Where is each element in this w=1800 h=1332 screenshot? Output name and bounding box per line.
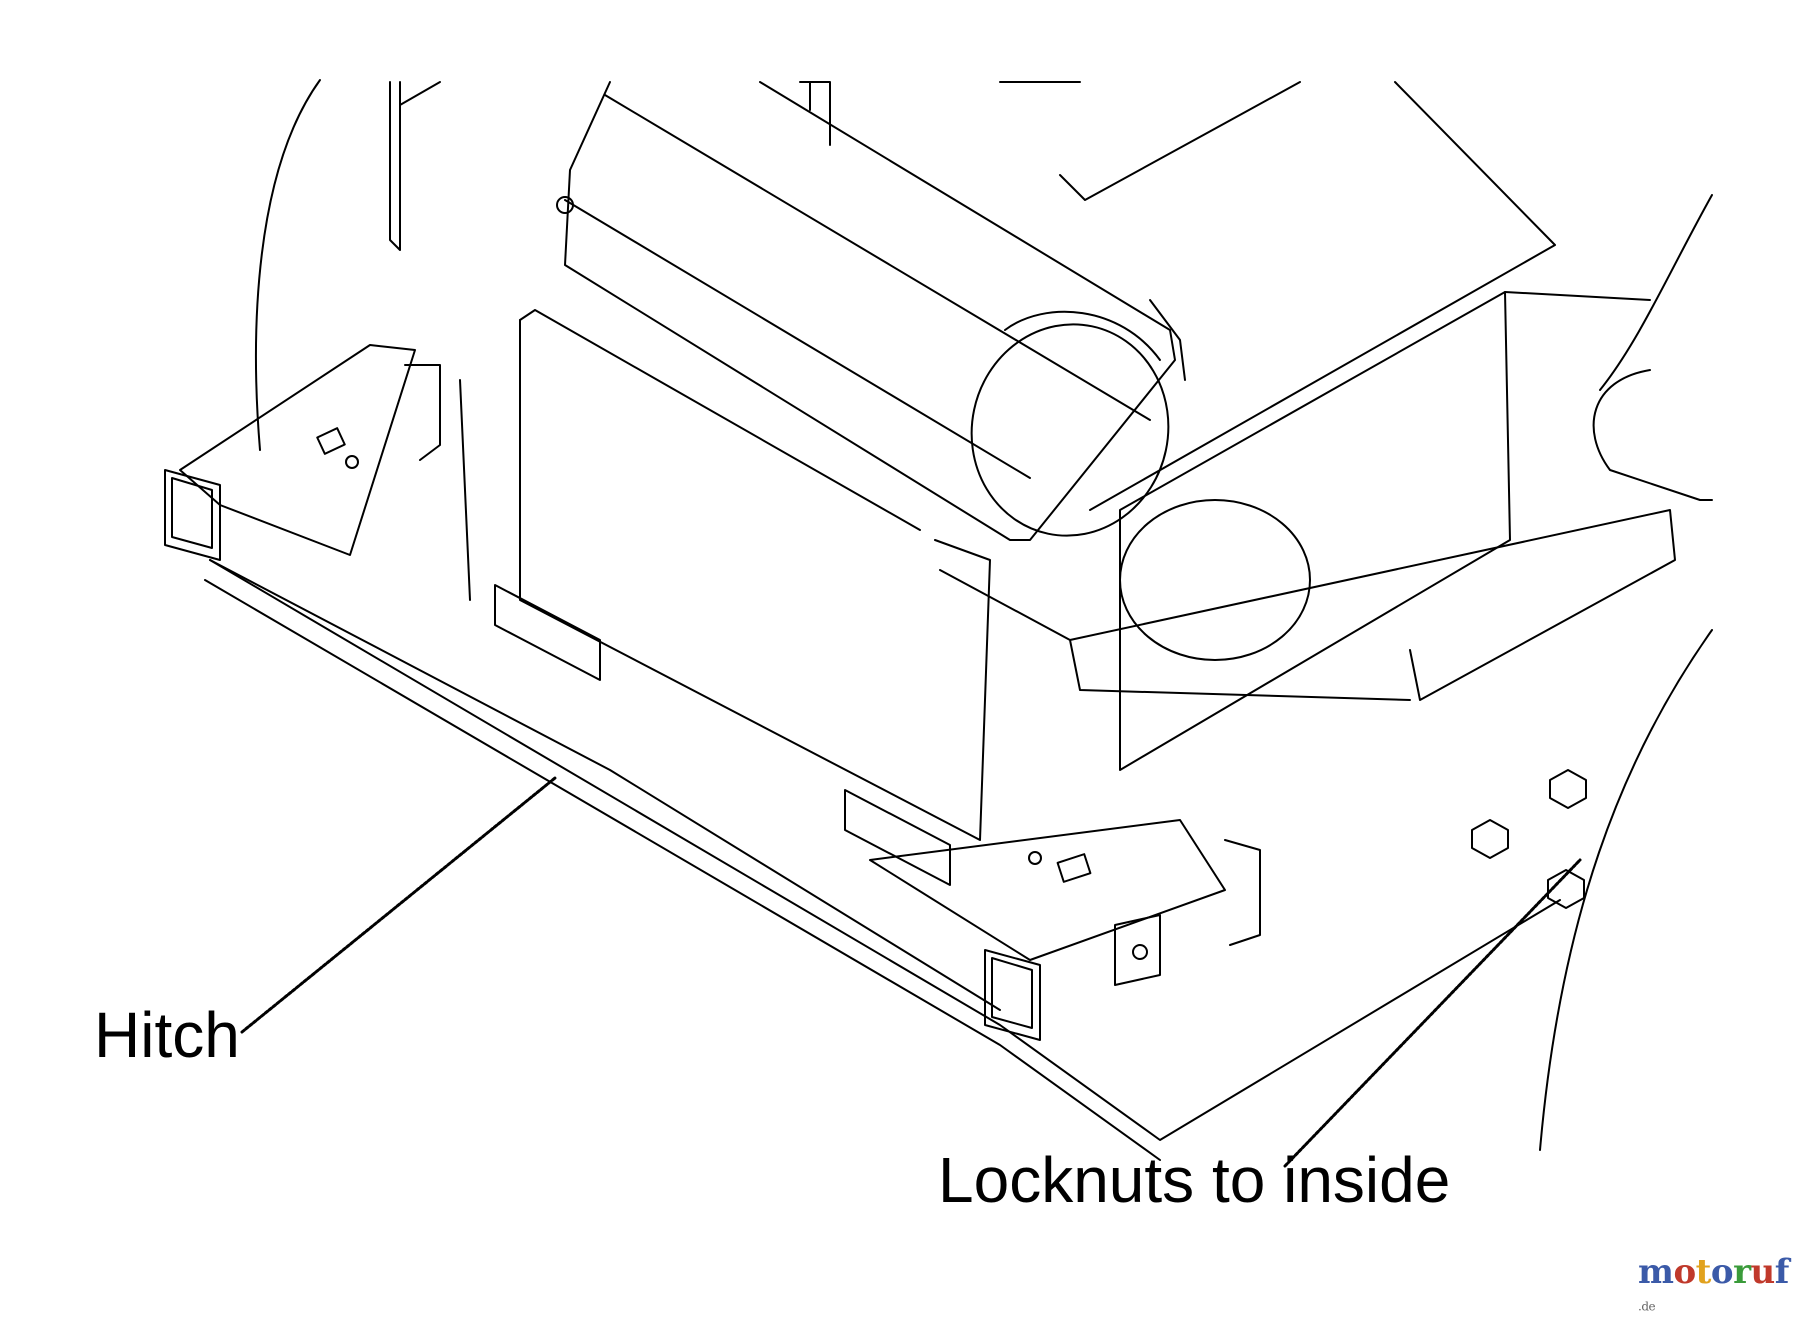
tank-edge-2	[564, 199, 1031, 479]
right-bracket-hole	[1028, 851, 1042, 865]
locknuts-leader-line	[1283, 858, 1582, 1168]
hitch-leader-line	[240, 776, 557, 1034]
mount-block-bolt	[1132, 944, 1148, 960]
tank-edge	[604, 94, 1151, 421]
hitch-label: Hitch	[94, 999, 240, 1071]
housing-box-top	[1504, 291, 1651, 301]
motoruf-watermark: motoruf .de	[1638, 1252, 1800, 1332]
watermark-letter: o	[1710, 1252, 1734, 1292]
housing-box	[1119, 291, 1511, 771]
watermark-letter: u	[1750, 1252, 1776, 1292]
locknuts-label: Locknuts to inside	[938, 1144, 1451, 1216]
right-mount-block	[1114, 914, 1161, 986]
housing-side	[1089, 81, 1556, 511]
hitch-plate-panel-edge	[459, 379, 471, 601]
frame-upright	[389, 81, 401, 251]
right-end-cap	[984, 949, 1041, 1041]
watermark-letter: f	[1774, 1252, 1790, 1292]
watermark-suffix: .de	[1638, 1299, 1656, 1314]
watermark-letter: r	[1733, 1252, 1751, 1292]
bolt-head-1	[1471, 819, 1509, 859]
frame-top	[399, 81, 441, 106]
right-bracket-slot	[1056, 853, 1092, 883]
left-end-cap-inner	[171, 477, 213, 549]
small-fitting	[556, 196, 574, 214]
hitch-plate-panel-left	[519, 309, 921, 531]
frame-top-right	[799, 81, 831, 146]
hitch-installation-diagram	[164, 79, 1713, 1168]
housing-port	[1119, 499, 1311, 661]
right-end-cap-inner	[991, 957, 1033, 1029]
tank-ridge	[1149, 299, 1186, 381]
watermark-letter: o	[1673, 1252, 1696, 1292]
fender-cap	[1592, 369, 1713, 501]
left-bracket	[179, 344, 416, 556]
hitch-bar-upper	[209, 559, 1001, 1011]
left-bracket-side	[404, 364, 441, 461]
hitch-bar	[209, 559, 1561, 1141]
left-bracket-slot	[316, 427, 346, 455]
left-end-cap	[164, 469, 221, 561]
hitch-plate-panel	[519, 319, 991, 841]
watermark-letter: t	[1695, 1252, 1712, 1292]
right-bracket	[869, 819, 1226, 961]
hitch-bar-lower	[204, 579, 1161, 1161]
tank-body	[564, 81, 1176, 541]
bolt-head-3	[1547, 869, 1585, 909]
tank-end-cap	[970, 323, 1170, 537]
right-wedge-pad	[844, 789, 951, 886]
cross-bar	[939, 509, 1676, 701]
bolt-head-2	[1549, 769, 1587, 809]
right-tire-lower	[1539, 629, 1713, 1151]
watermark-letter: m	[1638, 1252, 1674, 1292]
tank-end-ring	[1004, 310, 1161, 361]
right-tire-outline	[1599, 194, 1713, 391]
left-bracket-hole	[345, 455, 359, 469]
housing-top	[999, 81, 1301, 201]
left-wedge-pad	[494, 584, 601, 681]
right-bracket-side	[1224, 839, 1261, 946]
left-tire-outline	[255, 79, 321, 451]
